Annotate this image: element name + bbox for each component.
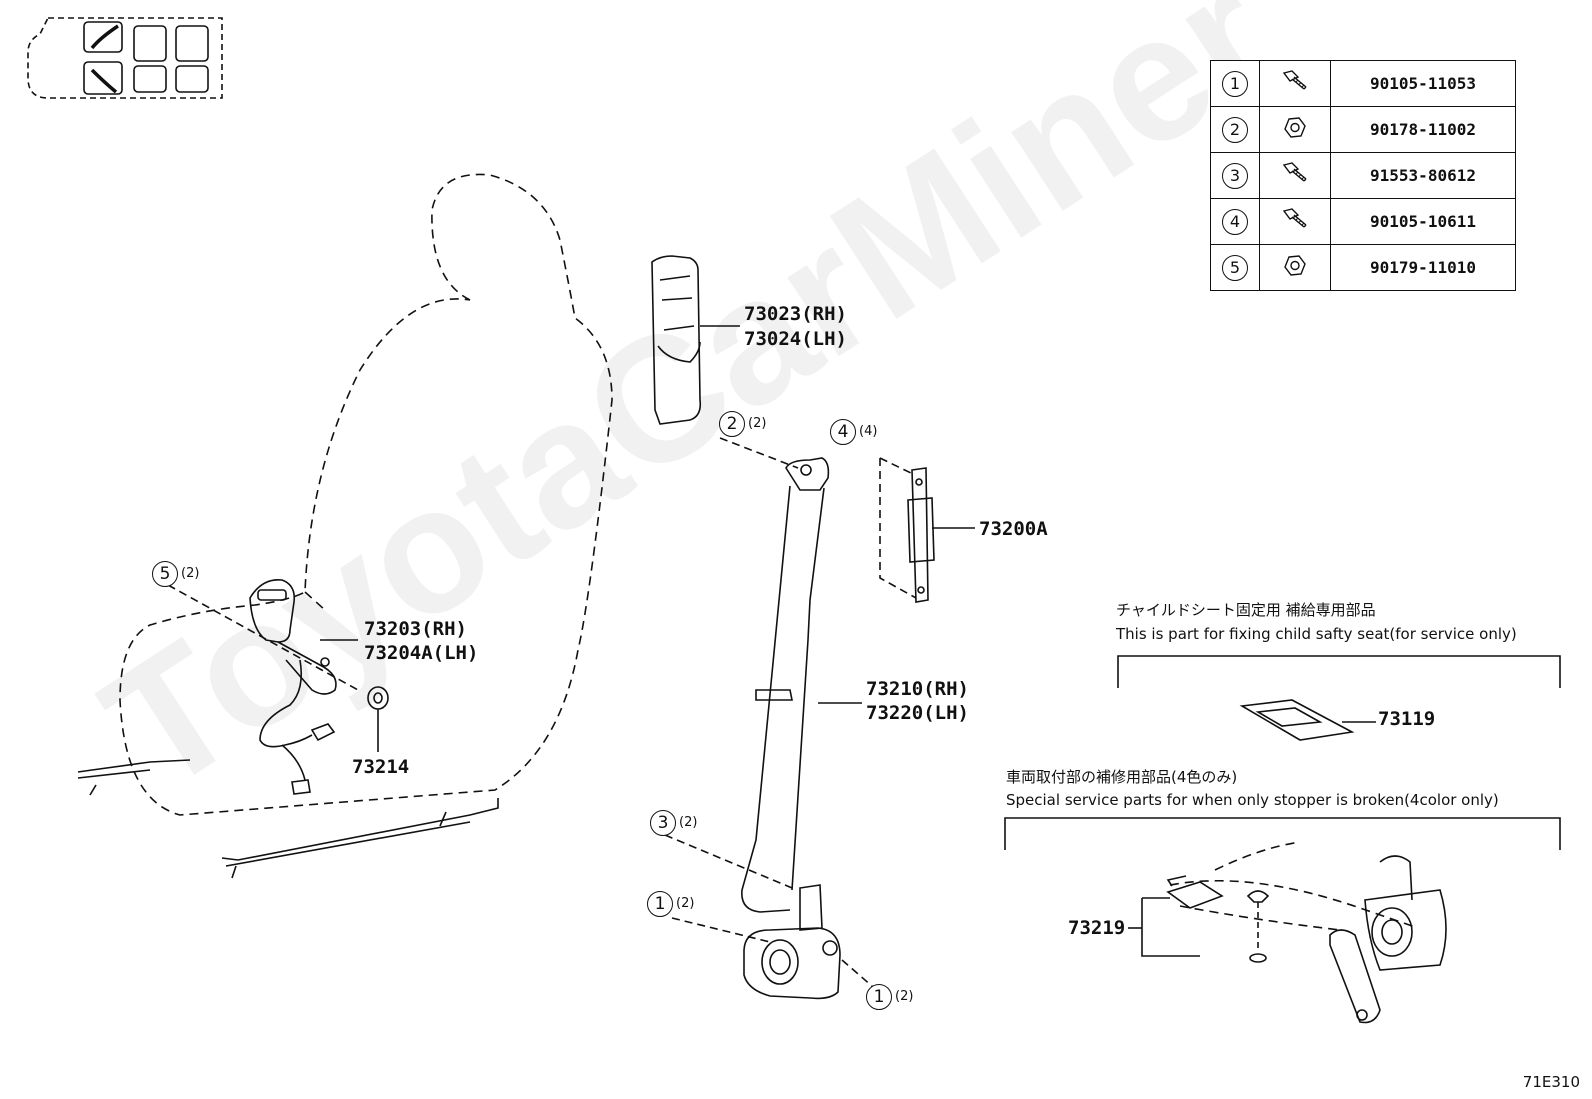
fastener-ref: 4 <box>1222 208 1248 235</box>
fastener-row: 5 90179-11010 <box>1210 244 1516 291</box>
flange-bolt-icon <box>1280 69 1310 99</box>
leader-lines <box>167 437 889 1001</box>
child-seat-note-jp: チャイルドシート固定用 補給専用部品 <box>1116 601 1376 619</box>
callout-3-number: 3 <box>650 810 676 836</box>
label-73203: 73203(RH) <box>364 618 467 640</box>
fastener-ref: 3 <box>1222 162 1248 189</box>
pillar-trim-cover <box>651 255 740 425</box>
callout-5-number: 5 <box>152 561 178 587</box>
fastener-table: 1 90105-11053 2 90178-11002 3 91553-80612 4 901… <box>1210 60 1516 291</box>
label-73119: 73119 <box>1378 708 1436 730</box>
fastener-part-number: 90105-10611 <box>1330 198 1516 245</box>
callout-1b-qty: (2) <box>895 989 914 1004</box>
child-seat-panel <box>1117 655 1561 741</box>
fastener-row: 4 90105-10611 <box>1210 198 1516 245</box>
fastener-ref: 2 <box>1222 116 1248 143</box>
anchor-bracket <box>879 457 975 603</box>
callout-1b-number: 1 <box>866 984 892 1010</box>
label-73023: 73023(RH) <box>744 303 847 325</box>
fastener-part-number: 90179-11010 <box>1330 244 1516 291</box>
fastener-part-number: 90105-11053 <box>1330 60 1516 107</box>
seat-location-icon <box>27 17 223 99</box>
fastener-ref: 1 <box>1222 70 1248 97</box>
stopper-panel <box>1004 817 1561 1024</box>
flange-bolt-icon <box>1280 161 1310 191</box>
flange-nut-icon <box>1282 116 1308 145</box>
seat-outline <box>119 173 613 816</box>
fastener-row: 2 90178-11002 <box>1210 106 1516 153</box>
fastener-row: 3 91553-80612 <box>1210 152 1516 199</box>
child-seat-note-en: This is part for fixing child safty seat… <box>1116 625 1517 643</box>
callout-1-qty: (2) <box>676 896 695 911</box>
flange-nut-icon <box>1282 254 1308 283</box>
label-73200a: 73200A <box>979 518 1048 540</box>
label-73220: 73220(LH) <box>866 702 969 724</box>
fastener-part-number: 91553-80612 <box>1330 152 1516 199</box>
fastener-part-number: 90178-11002 <box>1330 106 1516 153</box>
callout-1-number: 1 <box>647 891 673 917</box>
label-73219: 73219 <box>1068 917 1126 939</box>
callout-2-number: 2 <box>719 411 745 437</box>
seatbelt-assembly <box>741 457 862 1000</box>
label-73024: 73024(LH) <box>744 328 847 350</box>
callout-4-qty: (4) <box>859 424 878 439</box>
callout-3-qty: (2) <box>679 815 698 830</box>
callout-2-qty: (2) <box>748 416 767 431</box>
seat-rails <box>77 759 499 879</box>
flange-bolt-icon <box>1280 207 1310 237</box>
seat-buckle <box>249 579 337 795</box>
callout-4-number: 4 <box>830 419 856 445</box>
stopper-note-en: Special service parts for when only stop… <box>1006 791 1499 809</box>
callout-5-qty: (2) <box>181 566 200 581</box>
figure-code: 71E310 <box>1522 1073 1580 1091</box>
label-73204a: 73204A(LH) <box>364 642 479 664</box>
stopper-note-jp: 車両取付部の補修用部品(4色のみ) <box>1006 768 1238 786</box>
washer-73214 <box>367 686 389 752</box>
label-73214: 73214 <box>352 756 410 778</box>
label-73210: 73210(RH) <box>866 678 969 700</box>
fastener-ref: 5 <box>1222 254 1248 281</box>
fastener-row: 1 90105-11053 <box>1210 60 1516 107</box>
